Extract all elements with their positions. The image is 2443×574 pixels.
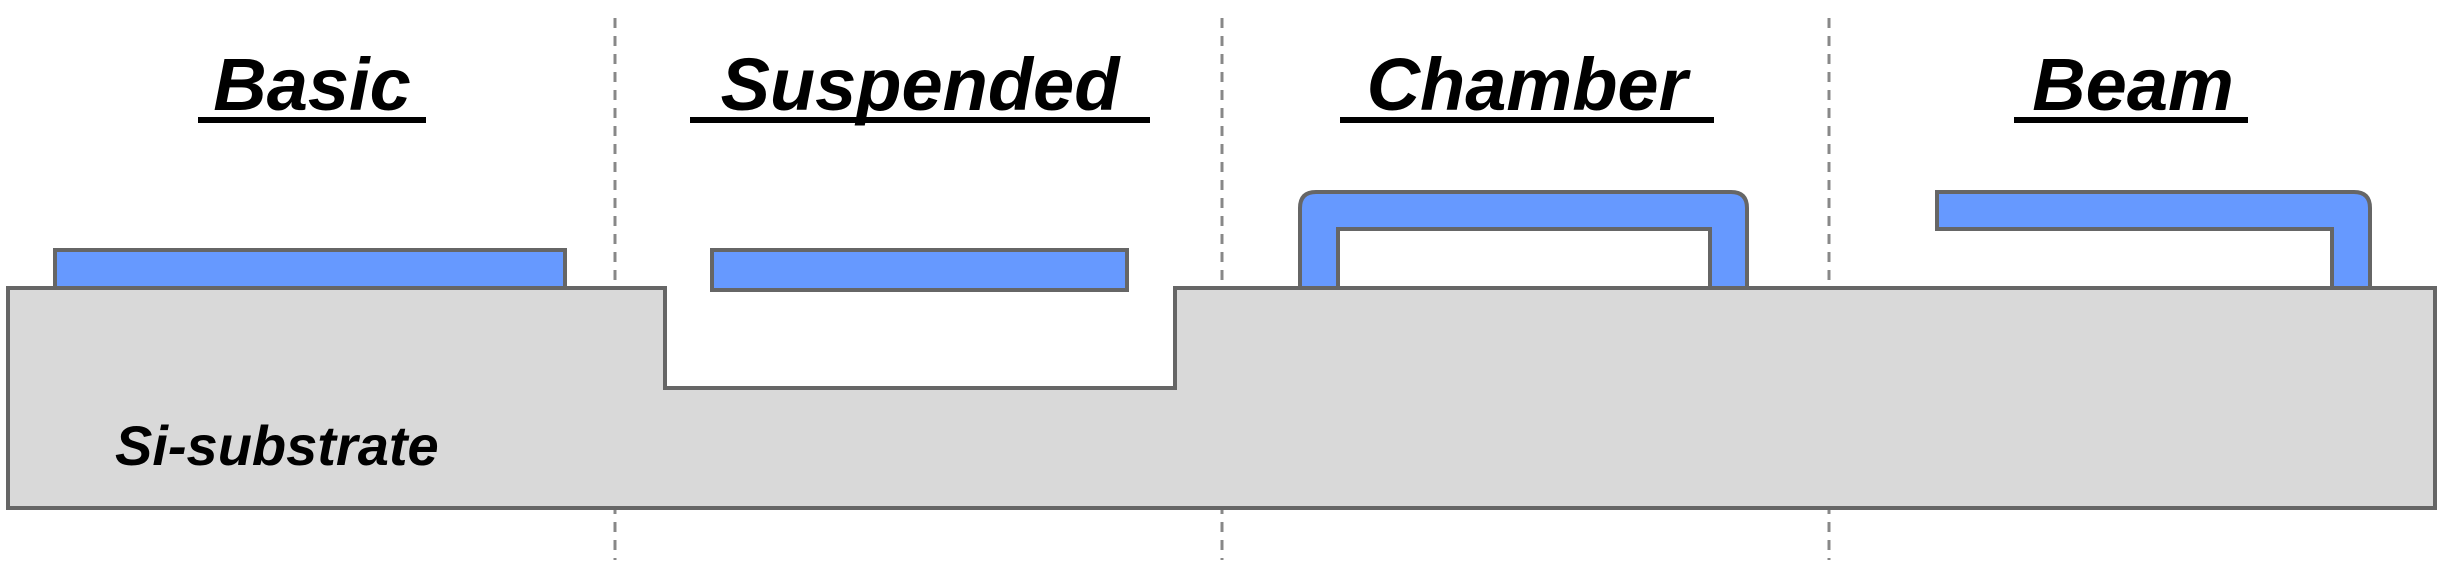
section-title-chamber: Chamber bbox=[1340, 43, 1714, 126]
si-substrate bbox=[6, 286, 2437, 510]
basic-membrane bbox=[53, 248, 567, 290]
section-title-basic: Basic bbox=[198, 43, 426, 126]
suspended-membrane bbox=[710, 248, 1129, 292]
section-title-suspended: Suspended bbox=[690, 43, 1150, 126]
chamber-membrane bbox=[1298, 190, 1749, 290]
title-text-basic: Basic bbox=[213, 43, 410, 126]
title-text-suspended: Suspended bbox=[721, 43, 1122, 126]
section-title-beam: Beam bbox=[2014, 43, 2248, 126]
beam-membrane bbox=[1935, 190, 2372, 290]
title-text-chamber: Chamber bbox=[1367, 43, 1692, 126]
substrate-label: Si-substrate bbox=[115, 414, 439, 477]
title-text-beam: Beam bbox=[2032, 43, 2234, 126]
